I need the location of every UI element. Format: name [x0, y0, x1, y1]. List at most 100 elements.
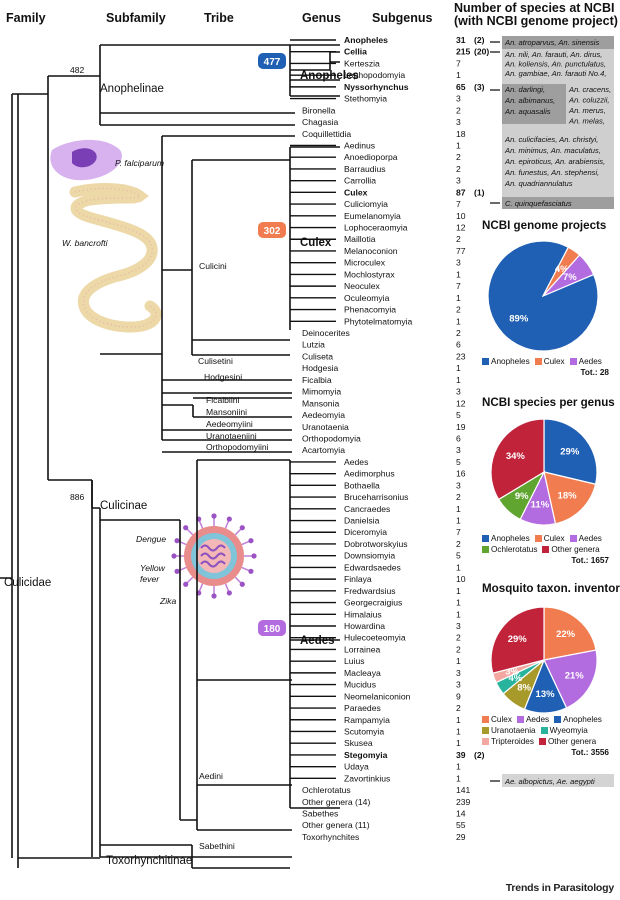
- species-count: 3: [456, 445, 461, 455]
- pie-slice-label: 89%: [509, 313, 529, 324]
- taxon-label: Nyssorhynchus: [344, 82, 409, 92]
- species-count: 12: [456, 398, 466, 408]
- species-count: 1: [456, 363, 461, 373]
- tribe-mansoniini: Mansoniini: [206, 407, 247, 417]
- taxon-label: Macleaya: [344, 668, 381, 678]
- pie-slice-label: 34%: [506, 451, 526, 462]
- species-count: 1: [456, 293, 461, 303]
- genome-species-text: An. coluzzii,: [568, 96, 610, 105]
- taxon-label: Lophopodomyia: [344, 70, 405, 80]
- label-zika: Zika: [159, 596, 176, 606]
- badge-culex-count: 302: [264, 226, 281, 237]
- box-nyssorhynchus: [502, 84, 566, 124]
- legend-item: Aedes: [516, 714, 549, 725]
- taxon-label: Sabethes: [302, 809, 338, 819]
- taxon-label: Uranotaenia: [302, 422, 349, 432]
- taxon-label: Diceromyia: [344, 527, 387, 537]
- legend-item: Wyeomyia: [540, 725, 588, 736]
- legend-swatch: [482, 726, 489, 734]
- pie-slice-label: 7%: [563, 272, 577, 283]
- genome-species-text: An. epiroticus, An. arabiensis,: [504, 157, 605, 166]
- chart-title-genome-projects: NCBI genome projects: [482, 219, 607, 232]
- species-count: 1: [456, 562, 461, 572]
- species-count: 3: [456, 94, 461, 104]
- legend-swatch: [534, 534, 542, 542]
- genome-species-text: An. minimus, An. maculatus,: [504, 146, 601, 155]
- species-count: 1: [456, 773, 461, 783]
- taxon-label: Mucidus: [344, 680, 376, 690]
- taxon-label: Aedeomyia: [302, 410, 345, 420]
- species-count: 7: [456, 58, 461, 68]
- taxon-label: Kerteszia: [344, 58, 380, 68]
- tribe-uranotaeniini: Uranotaeniini: [206, 431, 257, 441]
- taxon-label: Orthopodomyia: [302, 433, 361, 443]
- chart-total: Tot.: 3556: [571, 748, 609, 757]
- legend-item: Aedes: [569, 533, 602, 544]
- species-count: 2: [456, 633, 461, 643]
- node-count-culicinae: 886: [70, 492, 85, 502]
- legend-swatch: [540, 726, 548, 734]
- legend-item: Culex: [482, 714, 512, 725]
- legend-item: Other genera: [538, 736, 597, 747]
- taxon-label: Other genera (14): [302, 797, 370, 807]
- species-count: 7: [456, 199, 461, 209]
- taxa-labels: AnophelesCelliaKertesziaLophopodomyiaNys…: [302, 35, 413, 842]
- badge-anopheles: [258, 53, 286, 69]
- family-culicidae: Culicidae: [4, 577, 51, 589]
- legend-label: Uranotaenia: [491, 726, 536, 735]
- species-count: 2: [456, 539, 461, 549]
- species-count: 1: [456, 715, 461, 725]
- species-count: 2: [456, 492, 461, 502]
- taxon-label: Stethomyia: [344, 94, 387, 104]
- chart-total: Tot.: 28: [580, 368, 609, 377]
- pie-slice-label: 8%: [517, 682, 531, 693]
- legend-swatch: [482, 737, 489, 745]
- legend-item: Culex: [534, 533, 565, 544]
- tribe-culicini: Culicini: [199, 261, 227, 271]
- genome-project-count: (20): [474, 47, 489, 57]
- genome-species-text: An. culicifacies, An. christyi,: [504, 135, 598, 144]
- species-count: 29: [456, 832, 466, 842]
- species-count: 2: [456, 644, 461, 654]
- taxon-label: Mochlostyrax: [344, 269, 395, 279]
- taxon-label: Mimomyia: [302, 387, 341, 397]
- species-count: 1: [456, 738, 461, 748]
- legend-label: Aedes: [578, 357, 602, 366]
- header-subgenus: Subgenus: [372, 11, 433, 25]
- pie-slice: [490, 418, 545, 501]
- genome-species-text: C. quinquefasciatus: [505, 199, 572, 208]
- p-falciparum-nucleus-icon: [72, 148, 97, 168]
- tribe-hodgesini: Hodgesini: [204, 372, 242, 382]
- legend-label: Other genera: [547, 737, 597, 746]
- legend-swatch: [534, 357, 542, 365]
- species-count: 215: [456, 47, 471, 57]
- pie-slice: [490, 606, 545, 674]
- taxon-label: Stegomyia: [344, 750, 388, 760]
- legend-swatch: [538, 737, 546, 745]
- species-count: 6: [456, 340, 461, 350]
- species-counts: 31(2)215(20)7165(3)32318122387(1)7101227…: [456, 35, 489, 842]
- species-count: 12: [456, 223, 466, 233]
- species-count: 3: [456, 387, 461, 397]
- taxon-label: Udaya: [344, 762, 369, 772]
- legend-item: Other genera: [542, 544, 600, 555]
- pie-slice-label: 4%: [508, 673, 522, 684]
- subfamily-culicinae: Culicinae: [100, 500, 147, 512]
- header-family: Family: [6, 11, 46, 25]
- taxon-label: Danielsia: [344, 516, 380, 526]
- taxon-label: Ficalbia: [302, 375, 332, 385]
- genus-culex: Culex: [300, 237, 332, 249]
- species-count: 2: [456, 105, 461, 115]
- chart-title-taxon-inventory: Mosquito taxon. inventory: [482, 582, 620, 595]
- taxon-label: Hulecoeteomyia: [344, 633, 406, 643]
- legend-swatch: [482, 534, 489, 542]
- taxon-label: Chagasia: [302, 117, 339, 127]
- taxon-label: Cellia: [344, 47, 367, 57]
- journal-credit: Trends in Parasitology: [505, 882, 614, 894]
- species-count: 3: [456, 176, 461, 186]
- legend-swatch: [542, 545, 550, 553]
- taxon-label: Luius: [344, 656, 365, 666]
- genome-species-text: An. quadriannulatus: [504, 179, 573, 188]
- species-count: 1: [456, 269, 461, 279]
- taxon-label: Deinocerites: [302, 328, 350, 338]
